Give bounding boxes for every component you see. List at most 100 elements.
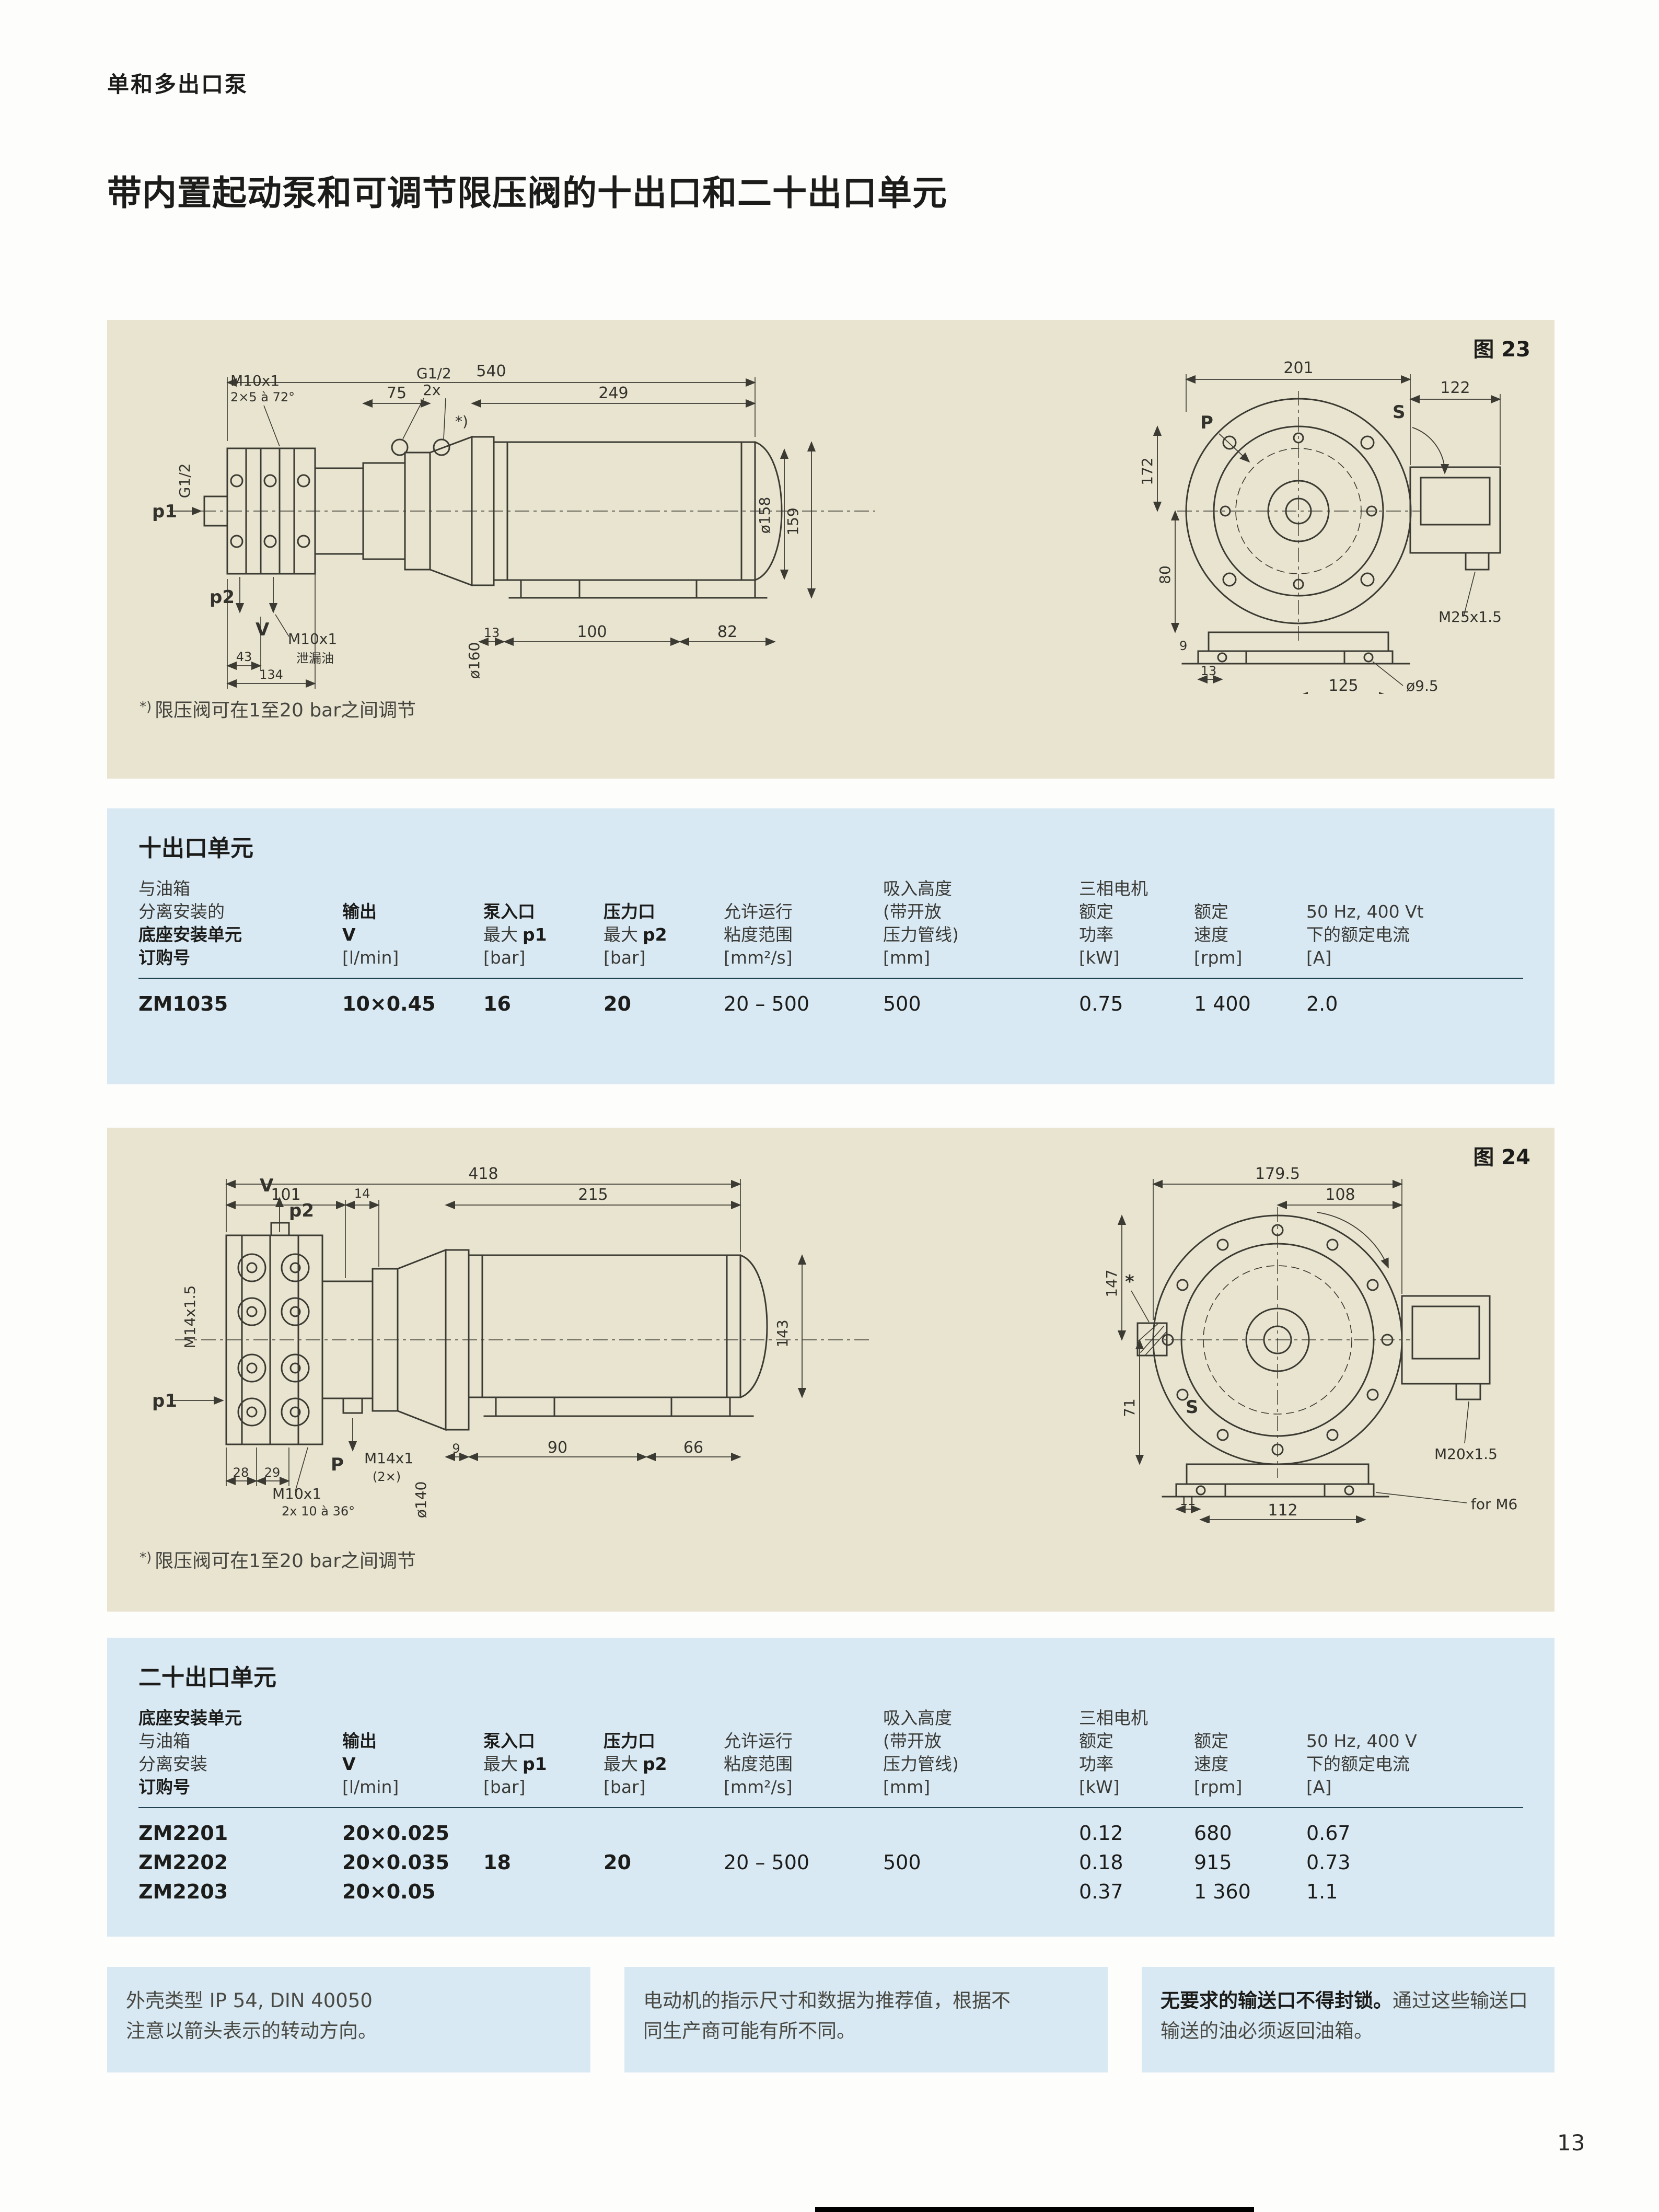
dim-43: 43 [236, 650, 252, 664]
dim-215: 215 [578, 1186, 608, 1204]
col-power-header: 三相电机 额定 功率 [kW] [1079, 1708, 1148, 1797]
dim-143: 143 [774, 1319, 791, 1347]
table-twenty-outlet: 二十出口单元 底座安装单元 与油箱 分离安装 订购号 输出 V [l/min] … [107, 1638, 1554, 1937]
col-speed-header: 额定 速度 [rpm] [1194, 1731, 1243, 1797]
cell-viscosity [724, 1877, 883, 1906]
cell-p1 [483, 1877, 604, 1906]
dim-13: 13 [484, 626, 500, 640]
dim-100: 100 [577, 623, 607, 641]
col-output-header: 输出 V [l/min] [342, 1731, 399, 1797]
dim-159: 159 [784, 507, 802, 535]
dim-112: 112 [1268, 1501, 1297, 1520]
port-p2: p2 [210, 587, 235, 608]
thread-drain-sub: 2x 10 à 36° [282, 1504, 355, 1519]
port-v: V [260, 1175, 274, 1196]
cell-order: ZM1035 [138, 992, 228, 1015]
dim-13b: 13 [1201, 664, 1217, 678]
fig24-labels: 418 101 14 215 V p2 M14x1.5 p1 P M14x1 (… [152, 1165, 1517, 1520]
dim-d95: ø9.5 [1406, 677, 1438, 694]
cell-p1: 16 [483, 992, 511, 1015]
gland-thread: M20x1.5 [1434, 1445, 1498, 1463]
cell-p2 [604, 1819, 724, 1848]
table-row: ZM2201 20×0.025 0.12 680 0.67 [138, 1819, 1523, 1848]
port-p2: p2 [289, 1200, 314, 1221]
port-p1: p1 [152, 501, 177, 522]
cell-p2: 20 [604, 992, 631, 1015]
drain-label: 泄漏油 [296, 651, 334, 666]
dim-80: 80 [1156, 565, 1174, 584]
valve-asterisk: *) [455, 413, 468, 430]
col-order-header: 底座安装单元 与油箱 分离安装 订购号 [138, 1708, 242, 1797]
figure-24-drawing: 418 101 14 215 V p2 M14x1.5 p1 P M14x1 (… [152, 1165, 1517, 1523]
port-v: V [256, 619, 270, 640]
thread-p-qty: (2×) [373, 1469, 401, 1484]
page-eyebrow: 单和多出口泵 [107, 72, 249, 97]
fig24-dimension-lines [173, 1179, 1469, 1523]
cell-p2 [604, 1877, 724, 1906]
port-p: P [1200, 412, 1213, 433]
col-current-header: 50 Hz, 400 Vt 下的额定电流 [A] [1306, 901, 1424, 968]
footnote-text: 限压阀可在1至20 bar之间调节 [155, 700, 416, 721]
dim-249: 249 [598, 384, 628, 402]
dim-d160: ø160 [466, 642, 483, 679]
col-viscosity-header: 允许运行 粘度范围 [mm²/s] [724, 901, 793, 968]
cell-viscosity: 20 – 500 [724, 1851, 810, 1874]
page-title: 带内置起动泵和可调节限压阀的十出口和二十出口单元 [107, 173, 947, 214]
dim-90: 90 [548, 1439, 567, 1457]
table-ten-header: 与油箱 分离安装的 底座安装单元 订购号 输出 V [l/min] 泵入口 最大… [138, 877, 1523, 979]
cell-output: 20×0.035 [342, 1851, 449, 1874]
footnote-mark: *) [140, 1550, 152, 1566]
note-line: 外壳类型 IP 54, DIN 40050 [126, 1989, 373, 2012]
thread-label: M10x1 [230, 372, 280, 389]
port-qty-label: 2x [423, 381, 440, 399]
dim-179-5: 179.5 [1255, 1165, 1300, 1183]
col-output-header: 输出 V [l/min] [342, 901, 399, 968]
cell-viscosity [724, 1819, 883, 1848]
figure-23-tag: 图 23 [1473, 338, 1530, 362]
cell-order: ZM2203 [138, 1880, 228, 1903]
cell-power: 0.75 [1079, 992, 1123, 1015]
note-housing: 外壳类型 IP 54, DIN 40050 注意以箭头表示的转动方向。 [107, 1967, 590, 2072]
note-line: 电动机的指示尺寸和数据为推荐值，根据不 [643, 1989, 1011, 2012]
thread-sub-label: 2×5 à 72° [230, 390, 295, 404]
note-line: 注意以箭头表示的转动方向。 [126, 2020, 377, 2042]
port-s: S [1186, 1397, 1199, 1418]
cell-speed: 680 [1194, 1822, 1232, 1845]
cell-order: ZM2202 [138, 1851, 228, 1874]
port-s: S [1393, 402, 1406, 423]
cell-speed: 915 [1194, 1851, 1232, 1874]
cell-suction [883, 1819, 1079, 1848]
fig24-side-view [175, 1222, 870, 1445]
dim-75: 75 [387, 384, 407, 402]
footnote-mark: *) [140, 699, 152, 715]
fig23-labels: 540 75 249 M10x1 2×5 à 72° G1/2 2x G1/2 … [152, 359, 1502, 694]
figure-24-panel: 图 24 [107, 1128, 1554, 1612]
dim-125: 125 [1328, 677, 1358, 694]
cell-p1 [483, 1819, 604, 1848]
cell-output: 20×0.05 [342, 1880, 436, 1903]
note-line: 输送的油必须返回油箱。 [1161, 2020, 1373, 2042]
note-line: 无要求的输送口不得封锁。通过这些输送口 [1161, 1989, 1528, 2012]
figure-23-drawing: 540 75 249 M10x1 2×5 à 72° G1/2 2x G1/2 … [152, 359, 1502, 694]
for-m6-label: for M6 [1471, 1496, 1517, 1513]
port-p1: p1 [152, 1391, 177, 1411]
cell-current: 0.73 [1306, 1851, 1351, 1874]
dim-540: 540 [476, 362, 506, 380]
dim-d140: ø140 [412, 1481, 430, 1519]
note-motor: 电动机的指示尺寸和数据为推荐值，根据不 同生产商可能有所不同。 [624, 1967, 1108, 2072]
footnote-text: 限压阀可在1至20 bar之间调节 [155, 1550, 416, 1572]
drain-thread: M10x1 [288, 630, 337, 647]
cell-order: ZM2201 [138, 1822, 228, 1845]
cell-power: 0.37 [1079, 1880, 1123, 1903]
cell-current: 1.1 [1306, 1880, 1338, 1903]
dim-201: 201 [1283, 359, 1313, 377]
cell-output: 10×0.45 [342, 992, 436, 1015]
cell-suction: 500 [883, 1851, 921, 1874]
dim-82: 82 [717, 623, 737, 641]
dim-66: 66 [683, 1439, 703, 1457]
cell-power: 0.12 [1079, 1822, 1123, 1845]
col-order-header: 与油箱 分离安装的 底座安装单元 订购号 [138, 878, 242, 968]
thread-left: M14x1.5 [181, 1285, 199, 1349]
